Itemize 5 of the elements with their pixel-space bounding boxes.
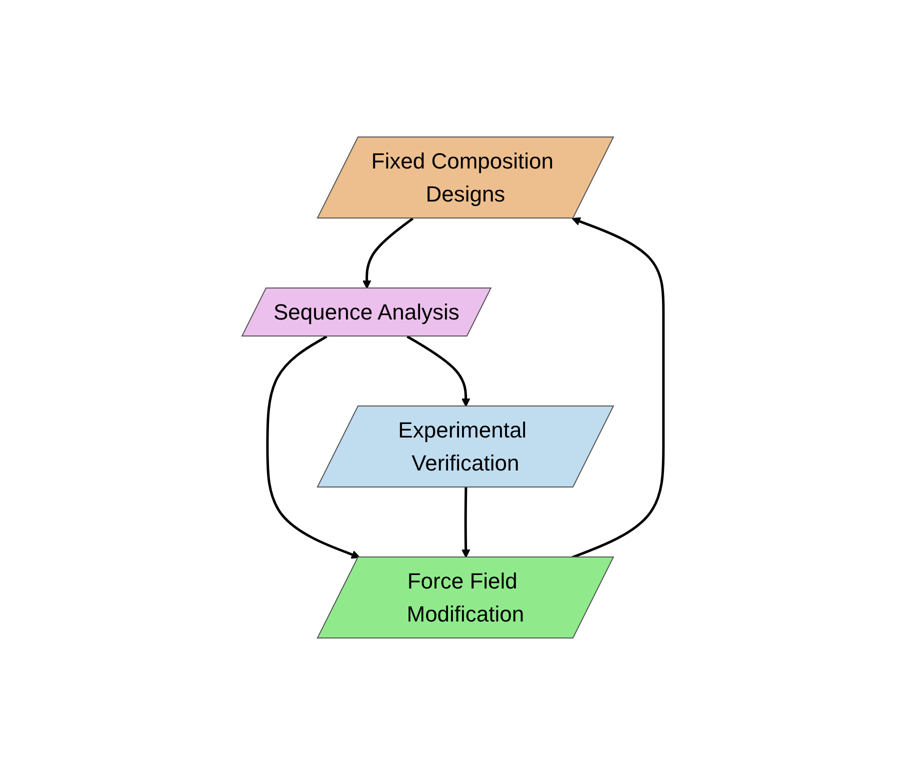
arrow	[406, 334, 471, 406]
arrow	[362, 217, 414, 288]
arrow	[462, 486, 471, 558]
arrow	[266, 334, 360, 558]
arrow	[572, 216, 665, 558]
